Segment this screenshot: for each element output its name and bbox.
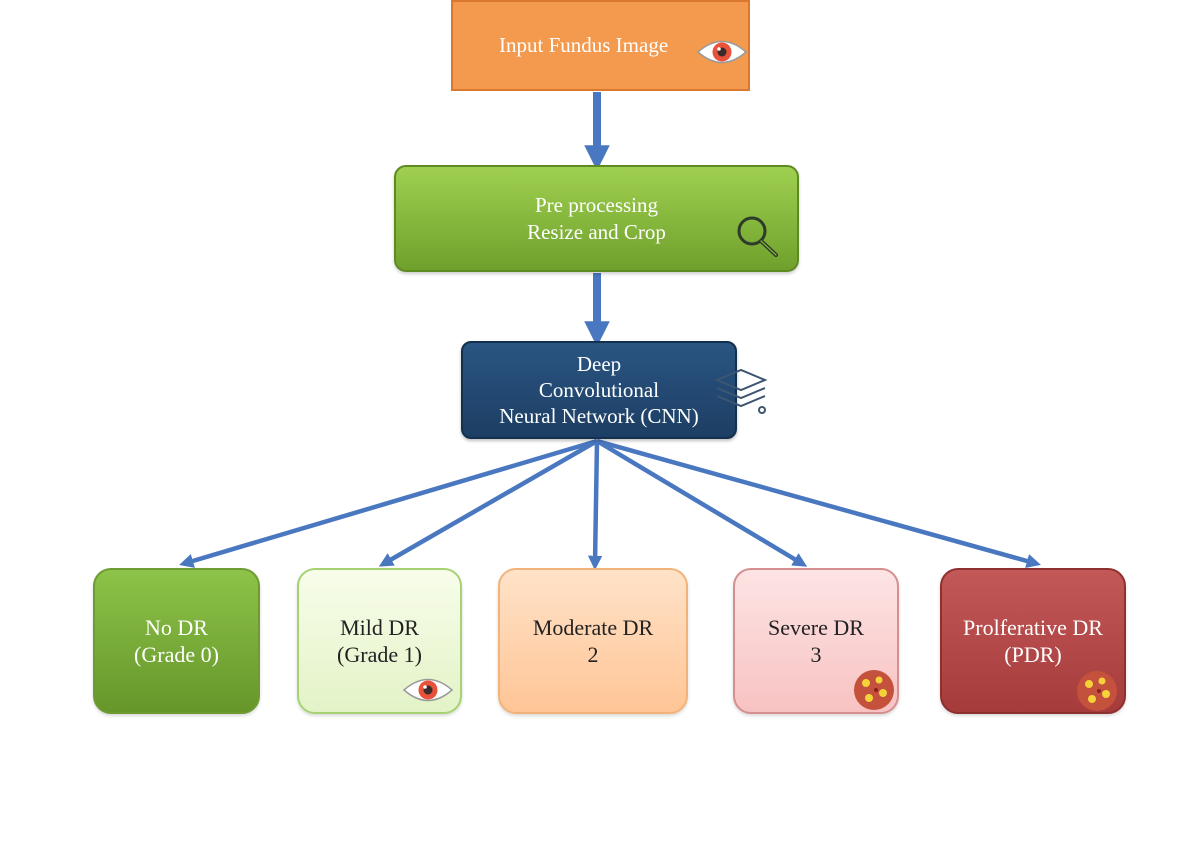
arrow-cnn-to-grade-0 (179, 438, 598, 568)
cnn-line-2: Convolutional (538, 377, 660, 402)
grade-1-subtitle: (Grade 1) (337, 642, 422, 667)
preprocessing-box: Pre processing Resize and Crop (394, 165, 799, 272)
preprocessing-subtitle: Resize and Crop (527, 219, 666, 244)
grade-3-subtitle: 3 (810, 642, 822, 667)
arrow-cnn-to-grade-4 (596, 438, 1041, 568)
arrow-cnn-to-grade-2 (587, 440, 603, 571)
cnn-line-1: Deep (576, 351, 622, 376)
eye-icon (696, 40, 748, 64)
grade-3-title: Severe DR (768, 614, 864, 640)
grade-0-title: No DR (145, 614, 208, 640)
input-label: Input Fundus Image (499, 33, 669, 58)
grade-4-subtitle: (PDR) (1004, 642, 1062, 667)
magnifier-icon (737, 216, 778, 257)
grade-2-subtitle: 2 (587, 642, 599, 667)
layers-icon (714, 368, 768, 414)
lesion-icon (1077, 671, 1117, 711)
grade-0-subtitle: (Grade 0) (134, 642, 219, 667)
arrow-cnn-to-grade-3 (595, 439, 808, 567)
preprocessing-title: Pre processing (534, 193, 659, 218)
cnn-line-3: Neural Network (CNN) (499, 404, 699, 429)
grade-2-title: Moderate DR (532, 614, 654, 640)
arrow-cnn-to-grade-1 (378, 439, 599, 567)
grade-0-box: No DR (Grade 0) (93, 568, 260, 714)
grade-2-box: Moderate DR 2 (498, 568, 688, 714)
cnn-box: Deep Convolutional Neural Network (CNN) (461, 341, 737, 439)
lesion-icon (854, 670, 894, 710)
grade-1-title: Mild DR (340, 614, 419, 640)
input-fundus-image-box: Input Fundus Image (451, 0, 750, 91)
eye-icon (402, 678, 454, 702)
grade-4-title: Prolferative DR (963, 614, 1103, 640)
